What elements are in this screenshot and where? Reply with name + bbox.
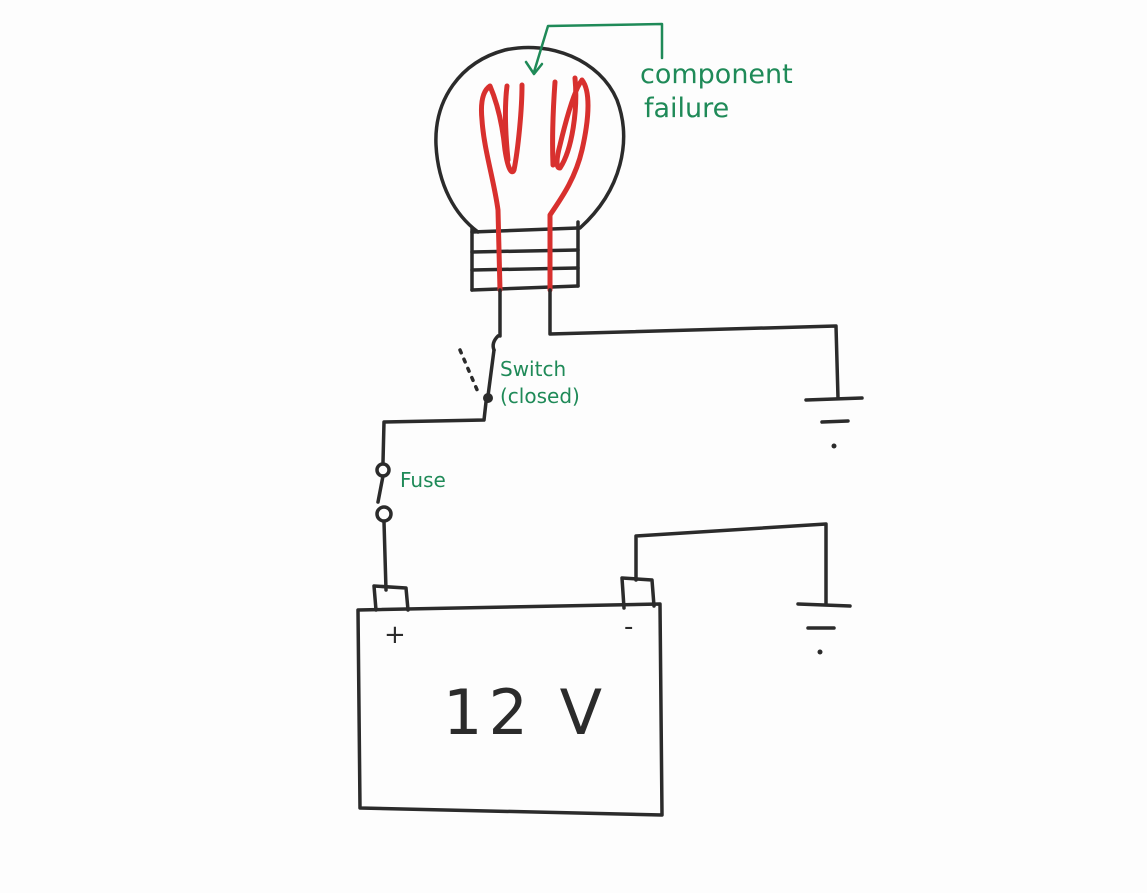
bulb-base	[470, 220, 580, 292]
bulb-glass	[434, 45, 626, 234]
switch-label-line2: (closed)	[500, 384, 580, 408]
switch-label-line1: Switch	[500, 357, 567, 381]
broken-filament	[479, 75, 591, 293]
positive-terminal-sign: +	[384, 620, 406, 650]
wire-switch-to-fuse	[381, 400, 488, 464]
ground-symbol-upper	[804, 396, 864, 449]
battery-voltage-label: 12 V	[443, 676, 609, 749]
failure-pointer-arrow	[524, 22, 664, 76]
negative-terminal-sign: -	[624, 612, 634, 642]
battery-body	[356, 602, 664, 817]
failure-label-line1: component	[640, 59, 793, 90]
fuse	[375, 462, 393, 523]
fuse-label: Fuse	[400, 468, 446, 492]
wire-bulb-to-ground	[548, 288, 840, 400]
switch	[458, 334, 500, 403]
failure-label-line2: failure	[644, 93, 730, 124]
ground-symbol-lower	[796, 602, 852, 655]
switch-label: Switch (closed)	[500, 356, 580, 410]
positive-terminal-post	[372, 584, 410, 612]
wire-fuse-to-battery	[382, 520, 388, 592]
failure-label: component failure	[640, 58, 793, 126]
wire-battery-to-ground	[634, 522, 828, 606]
